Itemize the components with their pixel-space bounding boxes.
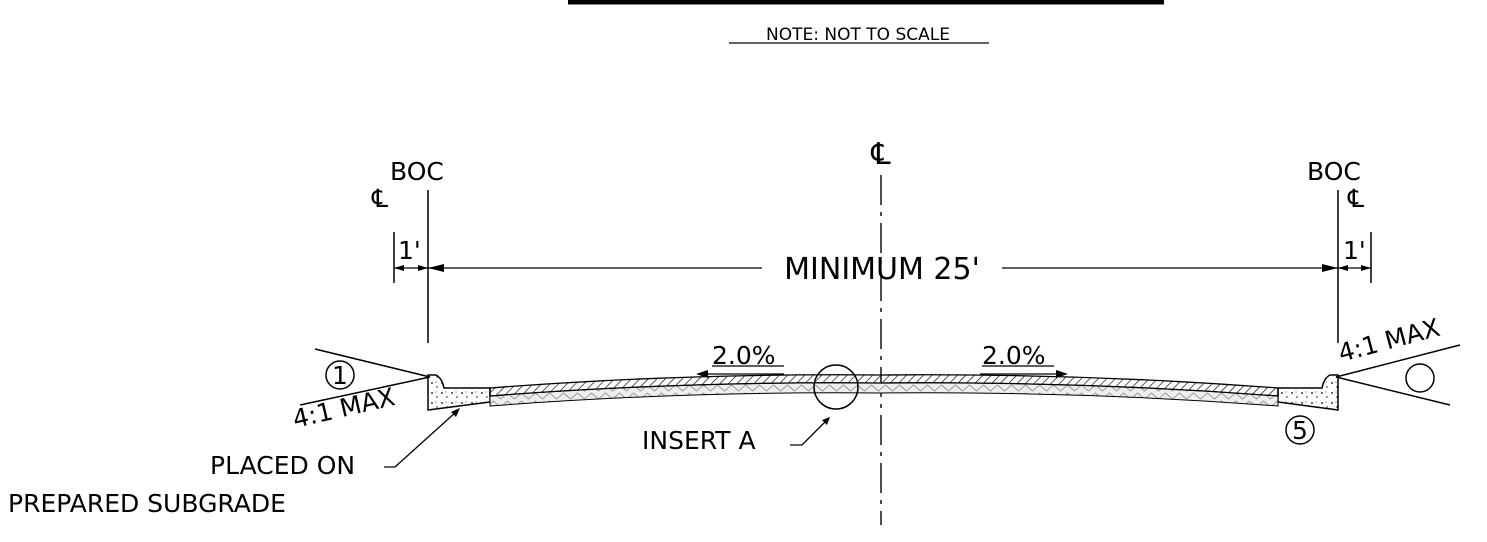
centerline-symbol: ℄ xyxy=(870,137,890,172)
right-offset-label: 1' xyxy=(1343,236,1366,265)
subgrade-label-line2: PREPARED SUBGRADE xyxy=(8,489,286,518)
left-curb-gutter xyxy=(427,374,491,411)
callout-1-circle xyxy=(325,360,355,390)
insert-a-circle xyxy=(813,364,859,410)
right-cl-symbol: ℄ xyxy=(1347,184,1364,213)
right-slope-line-lower xyxy=(1335,376,1451,406)
left-slope-line-lower xyxy=(299,376,431,406)
left-cl-symbol: ℄ xyxy=(371,184,388,213)
subgrade-label-line1: PLACED ON xyxy=(210,451,355,480)
left-cross-slope-label: 2.0% xyxy=(712,341,776,370)
left-slope-line-upper xyxy=(314,348,431,378)
callout-5-number: 5 xyxy=(1292,416,1308,445)
right-slope-line-upper xyxy=(1335,344,1461,378)
note-text: NOTE: NOT TO SCALE xyxy=(766,25,950,45)
left-boc-label: BOC xyxy=(390,157,444,186)
left-offset-arrow xyxy=(418,265,428,271)
callout-5-circle xyxy=(1285,415,1315,445)
right-offset-arrow xyxy=(1338,265,1348,271)
right-slope-label: 4:1 MAX xyxy=(1335,313,1443,368)
pavement-surface-layer xyxy=(489,374,1279,397)
insert-a-label: INSERT A xyxy=(642,426,756,455)
right-boc-label: BOC xyxy=(1307,157,1361,186)
left-offset-label: 1' xyxy=(398,236,421,265)
right-cross-slope-label: 2.0% xyxy=(982,341,1046,370)
right-slope-circle xyxy=(1405,363,1435,393)
subgrade-leader xyxy=(384,411,457,468)
width-dimension-label: MINIMUM 25' xyxy=(784,252,980,287)
callout-1-number: 1 xyxy=(332,361,348,390)
right-curb-gutter xyxy=(1277,374,1339,411)
insert-a-leader xyxy=(790,419,828,446)
